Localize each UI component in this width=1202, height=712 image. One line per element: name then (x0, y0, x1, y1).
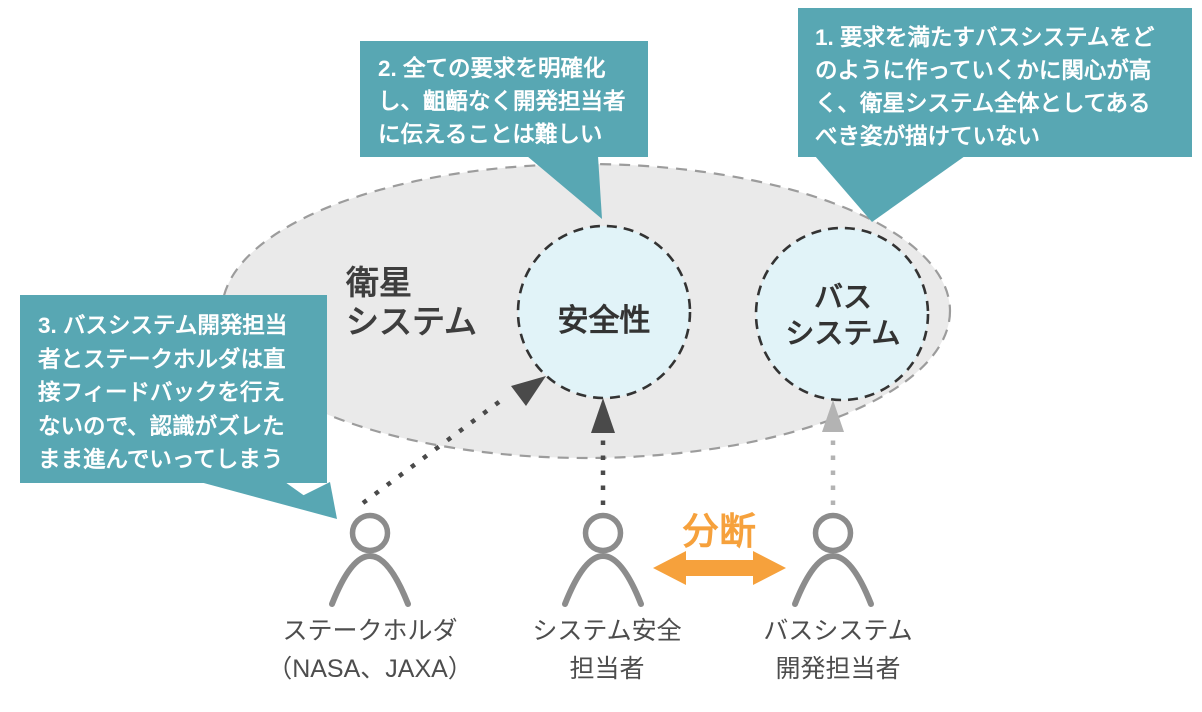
bus-system-circle (754, 226, 930, 402)
safety-circle (516, 224, 692, 400)
person-icon-safety-engineer (562, 512, 644, 607)
satellite-system-label: 衛星 システム (346, 264, 478, 340)
callout-2-tail (527, 156, 602, 219)
actor-label-stakeholder: ステークホルダ （NASA、JAXA） (267, 617, 473, 683)
problem-callout-3: 3. バスシステム開発担当 者とステークホルダは直 接フィードバックを行え ない… (20, 295, 327, 483)
problem-callout-2: 2. 全ての要求を明確化 し、齟齬なく開発担当者 に伝えることは難しい (360, 41, 648, 157)
callout-1-tail (815, 156, 965, 222)
actor-label-safety-engineer: システム安全 担当者 (532, 617, 682, 683)
callout-3-tail (200, 482, 337, 519)
disconnect-label: 分断 (682, 511, 756, 552)
arrow-safety-engineer-to-safety (591, 398, 615, 505)
disconnect-arrow (653, 551, 786, 585)
callout-3-tail-notch (296, 482, 337, 519)
person-icon-bus-developer (792, 512, 874, 607)
arrow-stakeholder-to-safety (361, 376, 546, 505)
bus-system-circle-label: バス システム (785, 282, 901, 350)
problem-callout-1: 1. 要求を満たすバスシステムをど のように作っていくかに関心が高 く、衛星シス… (798, 8, 1192, 157)
safety-circle-label: 安全性 (557, 303, 651, 338)
actor-label-bus-developer: バスシステム 開発担当者 (763, 617, 913, 683)
arrow-bus-developer-to-bus-system (822, 400, 844, 505)
person-icon-stakeholder (329, 512, 411, 607)
